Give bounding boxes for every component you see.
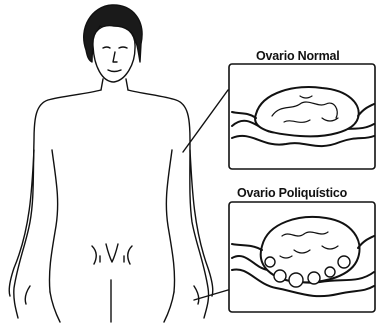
cyst-icon — [289, 273, 303, 287]
polycystic-ovary-label: Ovario Poliquístico — [237, 186, 347, 200]
left-arm-icon — [9, 150, 34, 304]
normal-ovary-tube-lower-icon — [232, 136, 374, 146]
left-waist-icon — [49, 150, 57, 292]
female-figure-icon — [9, 5, 213, 322]
pointer-line-bottom-icon — [194, 290, 228, 300]
cyst-icon — [265, 257, 275, 267]
torso-outline-right-icon — [128, 90, 209, 318]
normal-ovary-icon — [229, 64, 375, 169]
pointer-line-top-icon — [183, 90, 228, 152]
uterus-icon — [92, 244, 132, 264]
cyst-icon — [308, 272, 320, 284]
normal-ovary-body-icon — [255, 87, 359, 136]
cyst-icon — [325, 267, 335, 277]
right-waist-icon — [166, 150, 174, 292]
cyst-icon — [338, 256, 350, 268]
polycystic-ovary-icon — [229, 202, 375, 312]
normal-ovary-label: Ovario Normal — [256, 49, 340, 63]
cyst-icon — [274, 270, 286, 282]
hip-line-icon — [50, 292, 174, 322]
